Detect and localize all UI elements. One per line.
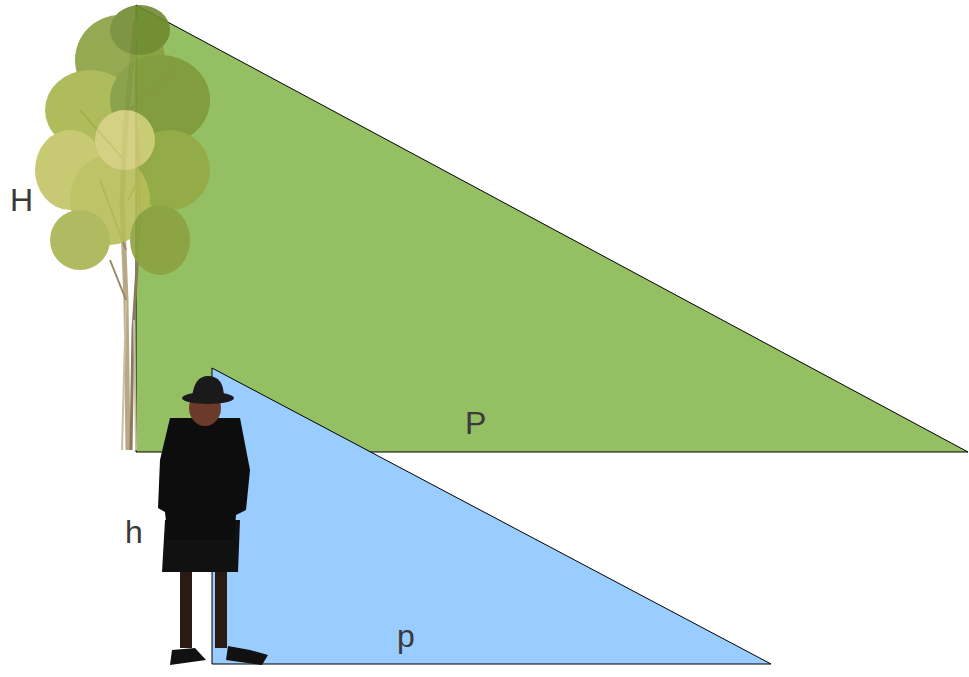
tree-triangle [136,5,968,452]
dimension-label: H [10,184,33,216]
person-picture [158,376,268,665]
dimension-label: P [465,407,486,439]
person-triangle [212,368,771,664]
dimension-label: p [397,620,415,652]
tree-picture [35,5,210,450]
dimension-label: h [125,516,143,548]
